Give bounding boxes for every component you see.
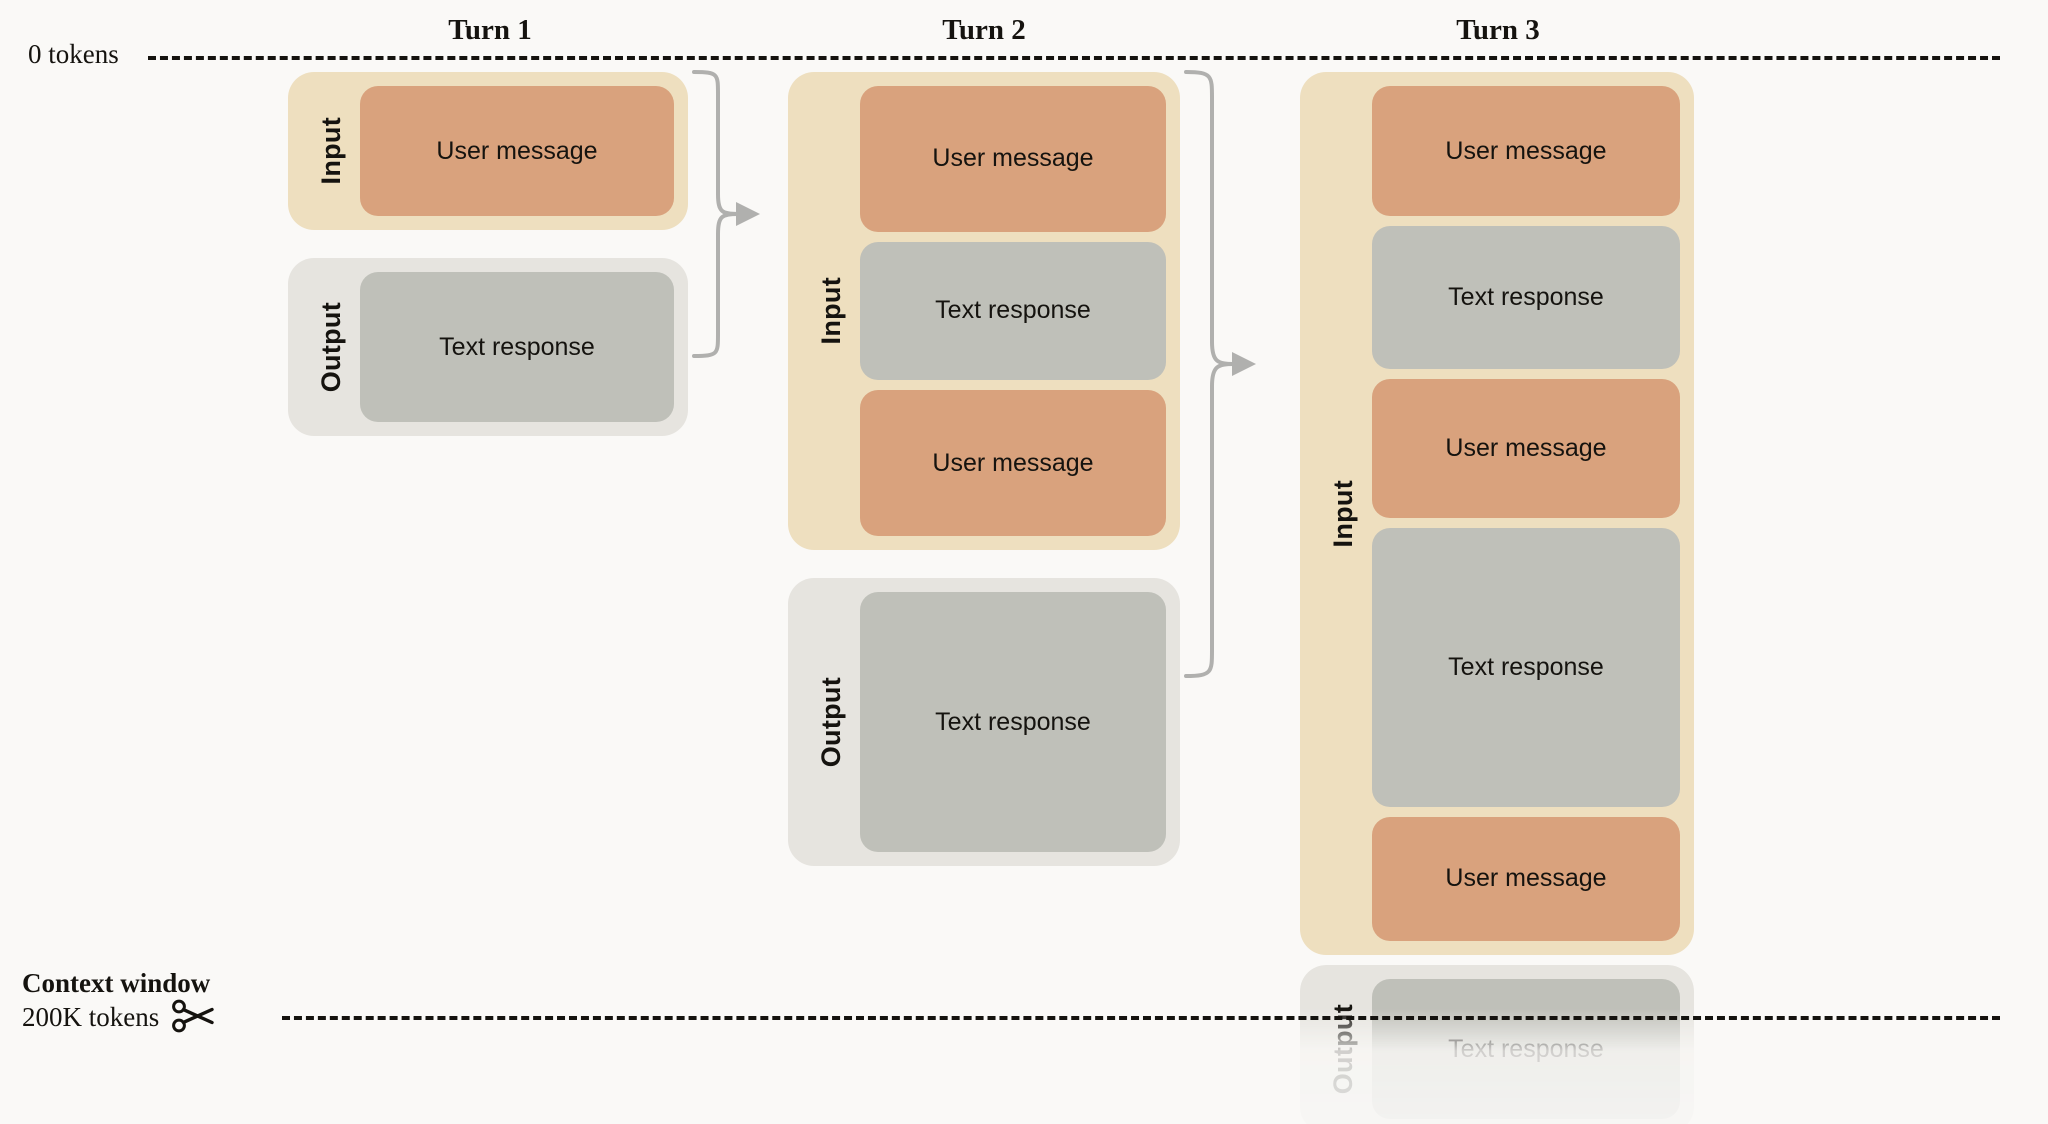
user-message-block: User message [360,86,674,216]
connector-turn1-to-turn2 [692,70,760,358]
turn-1-output-blocks: Text response [360,272,674,422]
scissors-icon [172,999,214,1033]
turn-title-3: Turn 3 [1456,14,1540,46]
turn-2-input-group: Input User message Text response User me… [788,72,1180,550]
text-response-block: Text response [1372,226,1680,369]
turn-2-input-blocks: User message Text response User message [860,86,1166,536]
text-response-block: Text response [1372,527,1680,807]
turn-2-output-group: Output Text response [788,578,1180,866]
turn-title-2: Turn 2 [942,14,1026,46]
zero-tokens-label: 0 tokens [28,39,119,69]
turn-title-1: Turn 1 [448,14,532,46]
group-label-input: Input [802,86,860,536]
user-message-block: User message [860,390,1166,536]
context-window-title: Context window [22,968,211,998]
group-label-text: Output [315,301,346,393]
zero-tokens-dashed-line [148,56,2000,60]
user-message-block: User message [1372,86,1680,217]
group-label-output: Output [1314,979,1372,1119]
text-response-block: Text response [860,241,1166,381]
group-label-text: Input [1327,479,1358,548]
turn-3-input-blocks: User message Text response User message … [1372,86,1680,941]
group-label-text: Input [815,277,846,345]
turn-1-input-blocks: User message [360,86,674,216]
group-label-text: Input [315,117,346,185]
turn-3-output-group: Output Text response [1300,965,1694,1124]
user-message-block: User message [1372,816,1680,941]
text-response-block: Text response [1372,979,1680,1119]
turn-1-output-group: Output Text response [288,258,688,436]
text-response-block: Text response [860,592,1166,852]
turn-1-input-group: Input User message [288,72,688,230]
group-label-input: Input [302,86,360,216]
user-message-block: User message [1372,378,1680,518]
text-response-block: Text response [360,272,674,422]
group-label-output: Output [302,272,360,422]
group-label-input: Input [1314,86,1372,941]
group-label-text: Output [815,676,846,768]
context-window-dashed-line [282,1016,2000,1020]
context-window-value: 200K tokens [22,1002,160,1032]
user-message-block: User message [860,86,1166,232]
turn-3-output-blocks: Text response [1372,979,1680,1119]
turn-2-output-blocks: Text response [860,592,1166,852]
connector-turn2-to-turn3 [1184,70,1256,678]
group-label-output: Output [802,592,860,852]
turn-3-input-group: Input User message Text response User me… [1300,72,1694,955]
